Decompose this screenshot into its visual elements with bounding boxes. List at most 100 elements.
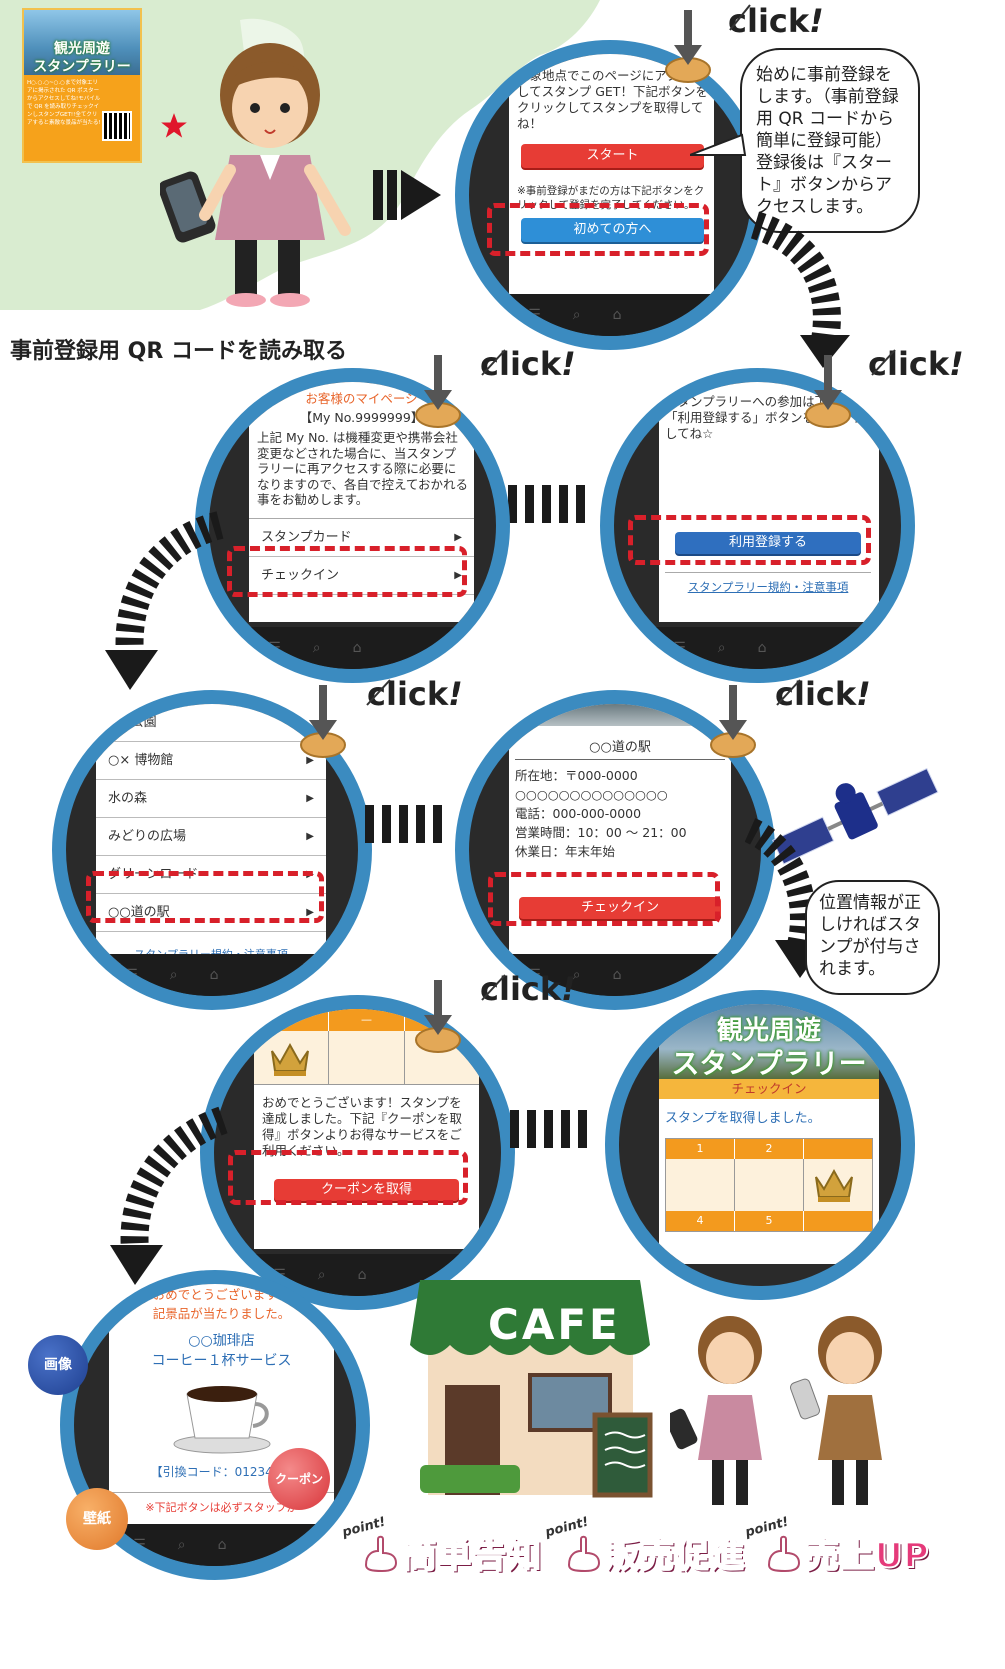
crown-stamp-icon (271, 1042, 309, 1076)
cursor-press-icon (710, 679, 801, 758)
stamp-cell-number: 1 (696, 1142, 704, 1155)
spot-photo (509, 704, 731, 726)
badge-coupon: クーポン (268, 1448, 330, 1510)
cursor-press-icon (665, 4, 751, 83)
highlight-checkin-button (488, 872, 720, 926)
chevron-right-icon: ▶ (306, 755, 314, 766)
shop-name: ○○珈琲店 (188, 1333, 255, 1349)
girl-with-phone-illustration (160, 43, 351, 307)
speech-bubble-location: 位置情報が正しければスタンプが付与されます。 (805, 880, 940, 995)
start-button[interactable]: スタート (521, 144, 704, 168)
stamp-cell-number (803, 1211, 872, 1231)
play-arrow-icon (373, 170, 441, 220)
chevron-right-icon: ▶ (306, 907, 314, 918)
highlight-roadside-station (86, 871, 324, 923)
flow-arrow-left (105, 511, 224, 690)
flow-separator (508, 485, 585, 523)
mypage-text: 上記 My No. は機種変更や携帯会社変更などされた場合に、当スタンプラリーに… (257, 430, 469, 507)
menu-stamp-card[interactable]: スタンプカード▶ (249, 519, 474, 557)
click-label: click! (480, 970, 576, 1008)
staff-note: ※下記ボタンは必ずスタッフが (109, 1492, 334, 1515)
list-item[interactable]: ○○公園 (96, 704, 326, 742)
stamp-cell (254, 1031, 329, 1084)
qr-code-icon (102, 111, 132, 141)
register-button[interactable]: 利用登録する (675, 532, 861, 554)
highlight-coupon (228, 1150, 468, 1205)
mypage-title: お客様のマイページ (305, 391, 418, 406)
service-name: コーヒー１杯サービス (151, 1353, 292, 1369)
highlight-register (628, 515, 871, 565)
checkin-button[interactable]: チェックイン (519, 897, 721, 919)
stamp-cell-number: 10 (284, 1013, 299, 1026)
stamp-rally-poster: 観光周遊 スタンプラリー H○.○.○~○.○まで対象エリアに掲示された QR … (22, 8, 142, 163)
list-item[interactable]: ○× 博物館▶ (96, 742, 326, 780)
highlight-checkin (227, 546, 467, 597)
cafe-sign: CAFE (488, 1300, 621, 1349)
coffee-cup-icon (173, 1386, 270, 1454)
banner-title-2: スタンプラリー (671, 1047, 867, 1080)
stamp-cell (734, 1159, 803, 1211)
cursor-press-icon (415, 349, 506, 428)
badge-image: 画像 (28, 1335, 88, 1395)
highlight-first-time (487, 203, 709, 256)
cursor-press-icon (805, 349, 896, 428)
rally-banner: 観光周遊 スタンプラリー (659, 1004, 879, 1080)
stamp-cell-number: — (328, 1009, 403, 1031)
poster-title-2: スタンプラリー (33, 59, 131, 75)
speech-bubble-register: 始めに事前登録をします。（事前登録用 QR コードから簡単に登録可能）登録後は『… (740, 48, 920, 233)
flow-arrow-left (110, 1106, 228, 1285)
terms-link[interactable]: スタンプラリー規約・注意事項 (665, 572, 871, 595)
flow-separator (365, 805, 442, 843)
complete-message: おめでとうございます！スタンプを達成しました。下記『クーポンを取得』ボタンよりお… (262, 1095, 463, 1158)
stamp-cell (803, 1159, 872, 1211)
stamp-cell (666, 1159, 734, 1211)
list-item[interactable]: 水の森▶ (96, 780, 326, 818)
flow-arrow-right (750, 211, 850, 368)
point-easy-announce: 簡単告知 (401, 1535, 542, 1577)
stamp-cell (328, 1031, 404, 1084)
prize-text: 記景品が当たりました。 (152, 1306, 291, 1321)
list-item-roadside-station[interactable]: ○○道の駅▶ (96, 894, 326, 932)
click-label: click! (728, 2, 824, 40)
two-girls-with-phones-illustration (670, 1316, 882, 1505)
banner-title-1: 観光周遊 (716, 1016, 821, 1046)
exchange-code: 【引換コード：012345】 (150, 1465, 293, 1479)
pointing-hand-icon (767, 1535, 801, 1573)
poster-photo: 観光周遊 スタンプラリー (24, 10, 140, 75)
cursor-press-icon (300, 679, 391, 758)
spot-holiday: 休業日：年末年始 (515, 844, 616, 859)
poster-title-1: 観光周遊 (54, 41, 110, 57)
pointing-hand-icon (364, 1535, 398, 1573)
crown-stamp-icon (815, 1168, 853, 1202)
chevron-right-icon: ▶ (306, 831, 314, 842)
stamp-acquired-message: スタンプを取得しました。 (665, 1111, 821, 1126)
stamp-cell-number: 2 (734, 1139, 803, 1159)
poster-description: H○.○.○~○.○まで対象エリアに掲示された QR ポスターからアクセスしてね… (27, 80, 101, 126)
bubble-tail (690, 133, 747, 156)
spot-address: 所在地：〒000-0000 ○○○○○○○○○○○○○○ (515, 768, 668, 802)
stamp-cell-number (803, 1139, 872, 1159)
start-screen-text: 対象地点でこのページにアクセスしてスタンプ GET！下記ボタンをクリックしてスタ… (517, 68, 708, 131)
list-item[interactable]: みどりの広場▶ (96, 818, 326, 856)
stamp-cell-number: 4 (696, 1214, 704, 1227)
spot-title: ○○道の駅 (515, 736, 725, 760)
pointing-hand-icon (567, 1535, 601, 1573)
click-label: click! (480, 345, 576, 383)
congrats-text: おめでとうございます！ (152, 1287, 291, 1302)
badge-wallpaper: 壁紙 (66, 1488, 128, 1550)
spot-phone: 電話：000-000-0000 (515, 806, 642, 821)
location-star-icon (161, 113, 187, 138)
my-number: 【My No.9999999】 (299, 410, 424, 425)
flow-separator (510, 1110, 587, 1148)
cursor-press-icon (415, 974, 506, 1053)
point-sales-promotion: 販売促進 (604, 1535, 745, 1577)
cafe-building-illustration (410, 1280, 653, 1498)
get-coupon-button[interactable]: クーポンを取得 (274, 1179, 459, 1201)
chevron-right-icon: ▶ (454, 570, 462, 581)
chevron-right-icon: ▶ (454, 532, 462, 543)
first-time-button[interactable]: 初めての方へ (521, 218, 704, 242)
click-label: click! (775, 675, 871, 713)
screen-stamp-acquired: 観光周遊 スタンプラリー チェックイン スタンプを取得しました。 1 2 (605, 990, 915, 1300)
stamp-cell-number: 5 (734, 1211, 803, 1231)
checkin-section-header: チェックイン (659, 1079, 879, 1099)
